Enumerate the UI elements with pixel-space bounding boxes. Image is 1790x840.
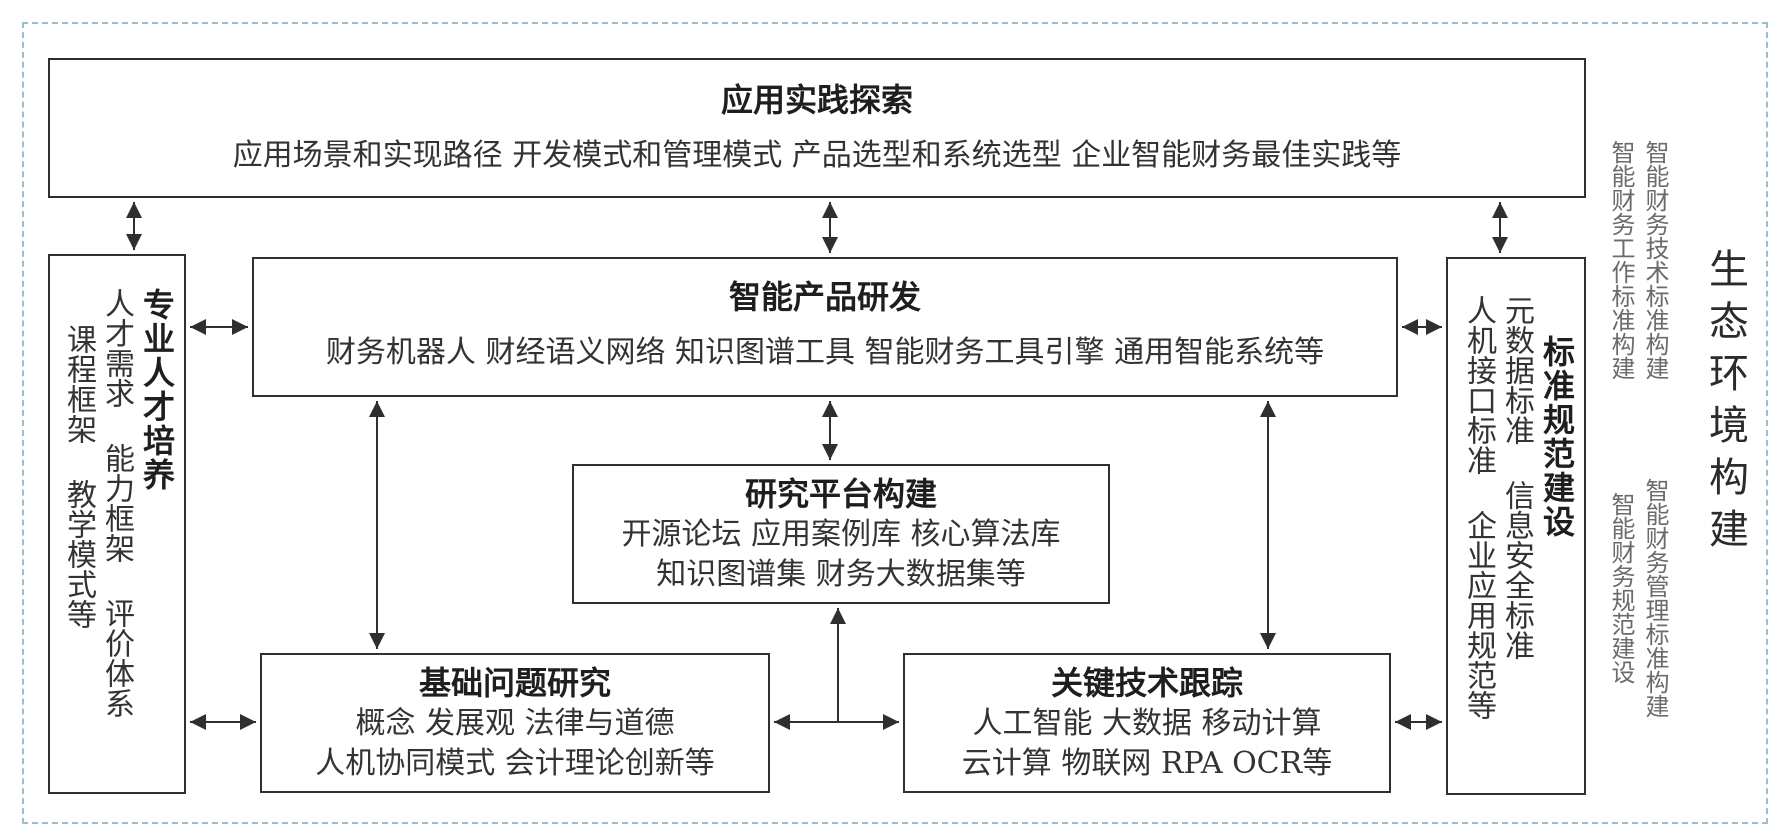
basic-research-title: 基础问题研究	[418, 663, 611, 702]
key-technology-line-1: 人工智能 大数据 移动计算	[972, 706, 1322, 742]
research-platform-line-2: 知识图谱集 财务大数据集等	[656, 556, 1026, 592]
key-technology-title: 关键技术跟踪	[1050, 663, 1243, 702]
research-platform-title: 研究平台构建	[744, 474, 937, 513]
basic-research-box: 基础问题研究 概念 发展观 法律与道德 人机协同模式 会计理论创新等	[260, 653, 770, 793]
basic-research-line-2: 人机协同模式 会计理论创新等	[315, 745, 715, 781]
side-text-col-1: 智能财务技术标准构建	[1641, 140, 1669, 380]
key-technology-box: 关键技术跟踪 人工智能 大数据 移动计算 云计算 物联网 RPA OCR等	[903, 653, 1391, 793]
basic-research-line-1: 概念 发展观 法律与道德	[355, 706, 675, 742]
application-practice-items: 应用场景和实现路径 开发模式和管理模式 产品选型和系统选型 企业智能财务最佳实践…	[232, 137, 1402, 173]
application-practice-box: 应用实践探索 应用场景和实现路径 开发模式和管理模式 产品选型和系统选型 企业智…	[48, 58, 1586, 198]
talent-training-title: 专业人才培养	[138, 288, 176, 492]
standard-building-col-1: 元数据标准 信息安全标准	[1499, 295, 1534, 660]
talent-training-col-1: 人才需求 能力框架 评价体系	[99, 288, 134, 718]
ecosystem-frame	[22, 22, 1768, 824]
side-text-col-4: 智能财务规范建设	[1607, 492, 1635, 684]
product-development-items: 财务机器人 财经语义网络 知识图谱工具 智能财务工具引擎 通用智能系统等	[325, 334, 1325, 370]
key-technology-line-2: 云计算 物联网 RPA OCR等	[961, 745, 1333, 781]
talent-training-box: 专业人才培养 人才需求 能力框架 评价体系 课程框架 教学模式等	[48, 254, 186, 794]
side-text-col-2: 智能财务工作标准构建	[1607, 140, 1635, 380]
talent-training-col-2: 课程框架 教学模式等	[61, 324, 96, 629]
side-standards-top: 智能财务技术标准构建 智能财务工作标准构建	[1604, 140, 1672, 380]
application-practice-title: 应用实践探索	[720, 81, 913, 119]
product-development-title: 智能产品研发	[728, 278, 921, 316]
side-text-col-3: 智能财务管理标准构建	[1641, 478, 1669, 718]
product-development-box: 智能产品研发 财务机器人 财经语义网络 知识图谱工具 智能财务工具引擎 通用智能…	[252, 257, 1398, 397]
standard-building-title: 标准规范建设	[1538, 335, 1576, 539]
research-platform-line-1: 开源论坛 应用案例库 核心算法库	[621, 517, 1061, 553]
ecosystem-label: 生态环境构建	[1702, 248, 1748, 560]
standard-building-col-2: 人机接口标准 企业应用规范等	[1461, 295, 1496, 720]
side-standards-bottom: 智能财务管理标准构建 智能财务规范建设	[1604, 478, 1672, 718]
standard-building-box: 标准规范建设 元数据标准 信息安全标准 人机接口标准 企业应用规范等	[1446, 257, 1586, 795]
research-platform-box: 研究平台构建 开源论坛 应用案例库 核心算法库 知识图谱集 财务大数据集等	[572, 464, 1110, 604]
